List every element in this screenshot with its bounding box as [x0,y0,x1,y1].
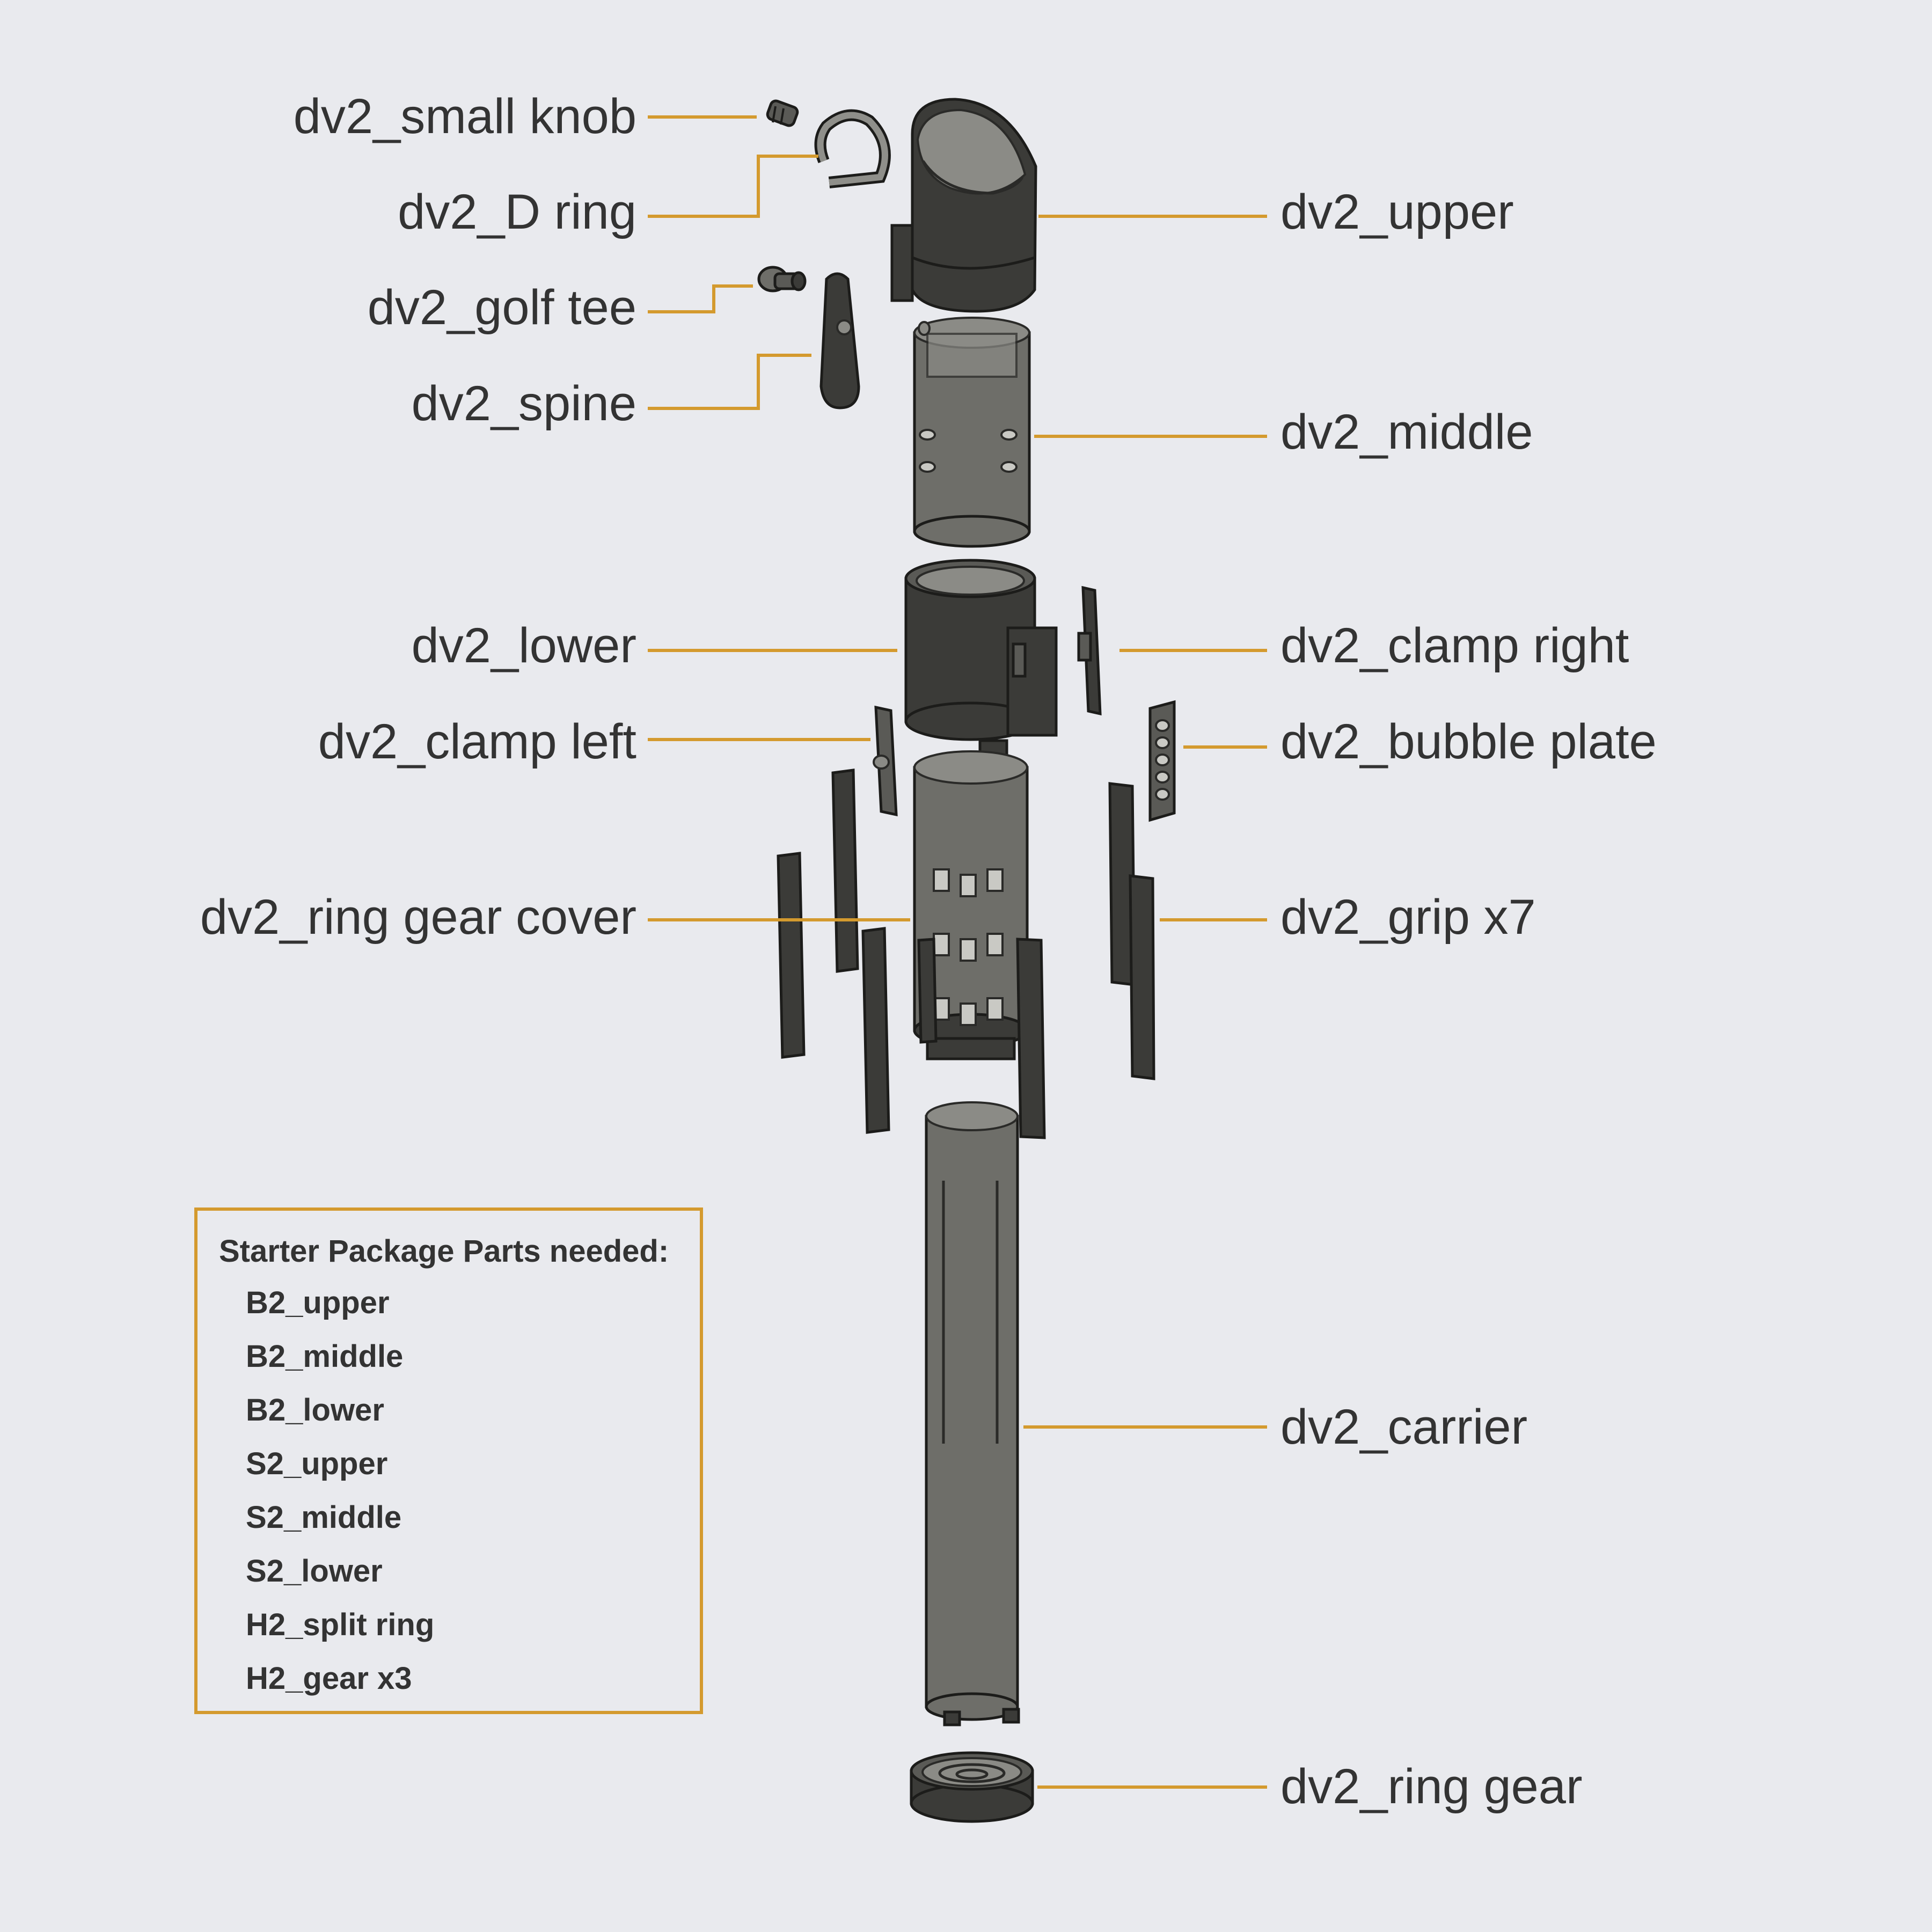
leader-lines [648,115,1267,1789]
small-knob-part [766,99,799,127]
leader-spine [648,354,811,410]
starter-package-title: Starter Package Parts needed: [219,1234,669,1269]
label-carrier: dv2_carrier [1280,1400,1527,1454]
carrier-part [925,1101,1020,1726]
label-middle: dv2_middle [1280,405,1533,459]
starter-package-item: S2_lower [246,1554,383,1589]
clamp-left-part [873,705,898,817]
label-upper: dv2_upper [1280,185,1514,239]
label-grip: dv2_grip x7 [1280,890,1536,945]
spine-part [819,272,860,409]
leader-d-ring [648,155,818,218]
d-ring-part [814,109,891,188]
grip-1 [777,852,806,1059]
middle-part [913,317,1031,548]
lower-part [904,559,1058,741]
ring-gear-part [910,1751,1034,1823]
starter-package-box: Starter Package Parts needed: B2_upper B… [194,1208,703,1714]
starter-package-item: H2_split ring [246,1607,435,1642]
grip-3 [861,927,890,1134]
grip-6 [1129,874,1155,1080]
label-small-knob: dv2_small knob [294,89,636,144]
golf-tee-part [757,266,807,292]
starter-package-item: B2_upper [246,1285,390,1320]
grip-4 [1016,938,1046,1139]
upper-part [890,98,1037,313]
label-bubble-plate: dv2_bubble plate [1280,714,1657,769]
starter-package-item: S2_upper [246,1446,388,1481]
starter-package-item: H2_gear x3 [246,1661,412,1696]
label-golf-tee: dv2_golf tee [368,280,636,335]
grip-7 [917,938,938,1044]
label-spine: dv2_spine [412,376,636,431]
callout-labels: dv2_small knob dv2_D ring dv2_golf tee d… [200,89,1657,1814]
label-clamp-right: dv2_clamp right [1280,618,1629,673]
starter-package-item: B2_lower [246,1393,384,1428]
label-d-ring: dv2_D ring [398,185,636,239]
label-clamp-left: dv2_clamp left [318,714,636,769]
leader-golf-tee [648,284,753,313]
bubble-plate-part [1148,700,1176,822]
label-ring-gear-cover: dv2_ring gear cover [200,890,636,945]
clamp-right-part [1077,586,1102,716]
starter-package-item: B2_middle [246,1339,404,1374]
starter-package-item: S2_middle [246,1500,402,1535]
grip-2 [831,769,859,973]
label-lower: dv2_lower [412,618,636,673]
label-ring-gear: dv2_ring gear [1280,1759,1583,1814]
